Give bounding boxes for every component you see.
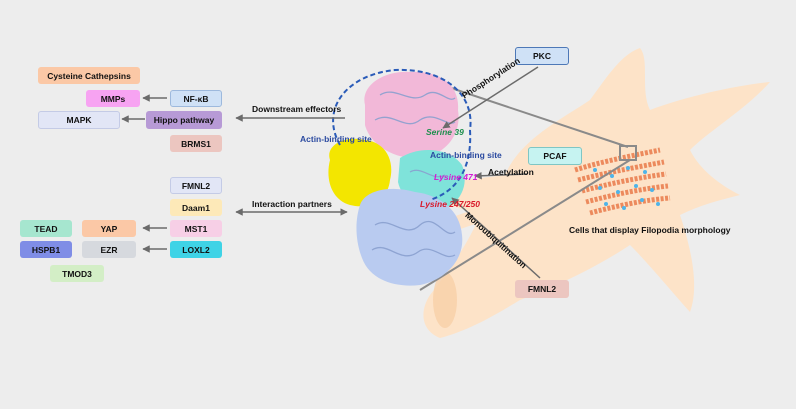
actin-binding-site-right-label: Actin-binding site <box>430 150 502 160</box>
loxl2-box: LOXL2 <box>170 241 222 258</box>
mmps-box: MMPs <box>86 90 140 107</box>
actin-binding-site-outline-left <box>332 68 472 146</box>
filopodia-cell-caption: Cells that display Filopodia morphology <box>569 225 731 235</box>
brms1-box: BRMS1 <box>170 135 222 152</box>
fmnl2-monoubiquitination-box: FMNL2 <box>515 280 569 298</box>
acetylation-arrow <box>474 171 528 180</box>
fmnl2-partner-box: FMNL2 <box>170 177 222 194</box>
cell-body <box>400 48 770 338</box>
ezr-box: EZR <box>82 241 136 258</box>
downstream-effectors-label: Downstream effectors <box>252 104 342 114</box>
actin-filament <box>589 195 671 216</box>
cell-nucleus <box>433 272 457 328</box>
lysine-471-label: Lysine 471 <box>434 172 478 182</box>
mapk-box: MAPK <box>38 111 120 129</box>
actin-filament <box>581 171 667 194</box>
protein-domain-pink <box>364 71 459 159</box>
actin-filament <box>574 147 661 173</box>
pcaf-box: PCAF <box>528 147 582 165</box>
interaction-partners-label: Interaction partners <box>252 199 332 209</box>
nfkb-box: NF-κB <box>170 90 222 107</box>
actin-filament <box>585 183 669 205</box>
pkc-box: PKC <box>515 47 569 65</box>
daam1-box: Daam1 <box>170 199 222 216</box>
zoom-line-bottom <box>419 159 631 291</box>
cysteine-cathepsins-box: Cysteine Cathepsins <box>38 67 140 84</box>
filopodia-bundle <box>574 145 671 216</box>
mst1-box: MST1 <box>170 220 222 237</box>
hspb1-box: HSPB1 <box>20 241 72 258</box>
actin-protein-structure <box>328 68 472 286</box>
tead-box: TEAD <box>20 220 72 237</box>
phosphorylation-arrow <box>442 66 539 129</box>
monoubiquitination-arrow <box>451 197 541 279</box>
hippo-pathway-box: Hippo pathway <box>146 111 222 129</box>
actin-binding-site-outline-right <box>429 129 472 201</box>
protein-domain-blue <box>356 188 463 286</box>
acetylation-label: Acetylation <box>488 167 534 177</box>
crosslinker-dots <box>593 166 660 210</box>
yap-box: YAP <box>82 220 136 237</box>
actin-filament <box>577 159 665 183</box>
actin-binding-site-left-label: Actin-binding site <box>300 134 372 144</box>
protein-domain-yellow <box>328 138 392 207</box>
tmod3-box: TMOD3 <box>50 265 104 282</box>
serine-39-label: Serine 39 <box>426 127 464 137</box>
lysine-247-250-label: Lysine 247/250 <box>420 199 481 209</box>
